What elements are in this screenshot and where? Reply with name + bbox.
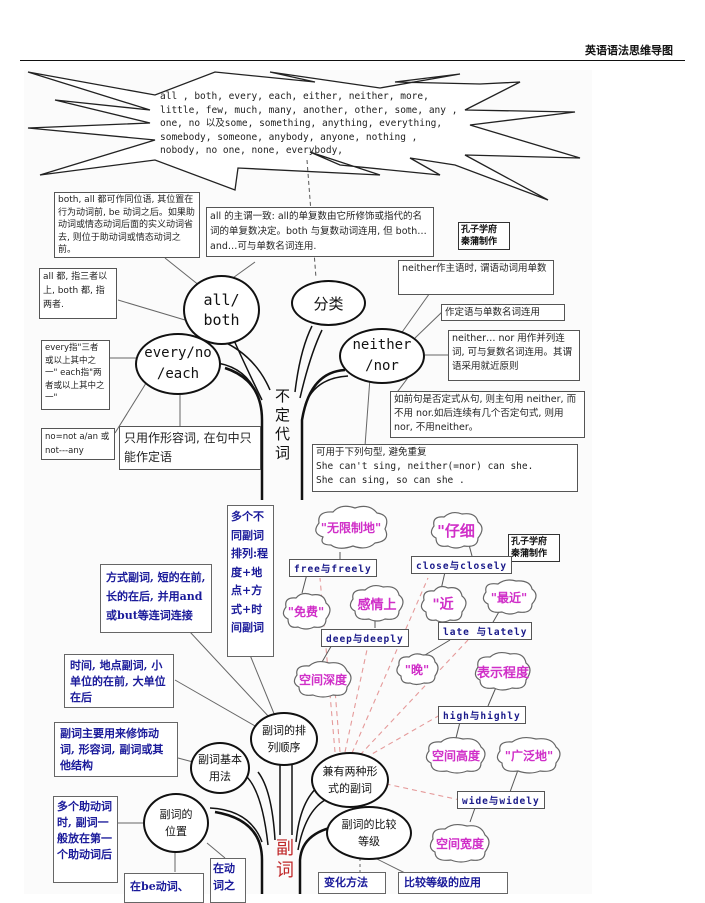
trunk-label-adverb: 副词 (273, 838, 294, 882)
note-comparison-use: 比较等级的应用 (398, 872, 508, 894)
cloud-degree: 表示程度 (472, 650, 534, 692)
note-before-verb: 在动词之 (210, 858, 246, 903)
word-pair-close-closely: close与closely (411, 556, 513, 574)
note-multiple-adverb-order: 多个不同副词排列:程度+地点+方式+时间副词 (227, 505, 274, 657)
note-neither-negative-clause: 如前句是否定式从句, 则主句用 neither, 而不用 nor.如后连续有几个… (390, 391, 585, 438)
note-adverb-main-use: 副词主要用来修饰动词, 形容词, 副词或其他结构 (54, 722, 178, 777)
author-stamp: 孔子学府 秦蒲制作 (458, 222, 510, 250)
cloud-free-of-charge: "免费" (280, 591, 332, 631)
note-both-all-appositive: both, all 都可作同位语, 其位置在行为动词前, be 动词之后。如果助… (54, 192, 200, 258)
oval-adverb-comparison: 副词的比较等级 (326, 806, 412, 860)
sentence-pattern-title: 可用于下列句型, 避免重复 (316, 447, 427, 458)
note-time-place-adverbs: 时间, 地点副词, 小单位的在前, 大单位在后 (64, 654, 174, 708)
cloud-spatial-width: 空间宽度 (427, 822, 493, 864)
cloud-shape-icon (396, 653, 439, 686)
note-neither-attributive: 作定语与单数名词连用 (441, 304, 565, 321)
note-manner-adverbs: 方式副词, 短的在前, 长的在后, 并用and或but等连词连接 (100, 564, 212, 633)
cloud-shape-icon (420, 585, 467, 623)
oval-neither-nor: neither /nor (339, 328, 425, 384)
sentence-pattern-example-1: She can't sing, neither(=nor) can she. (316, 461, 534, 472)
cloud-shape-icon (349, 584, 404, 622)
indefinite-pronoun-list: all , both, every, each, either, neither… (160, 91, 458, 156)
cloud-emotionally: 感情上 (347, 583, 407, 623)
note-all-both-meaning: all 都, 指三者以上, both 都, 指两者. (39, 268, 117, 319)
cloud-shape-icon (429, 823, 490, 863)
note-no-equals: no=not a/an 或not---any (41, 428, 115, 460)
cloud-shape-icon (282, 592, 331, 630)
oval-adverb-order: 副词的排列顺序 (250, 712, 318, 766)
cloud-spatial-depth: 空间深度 (291, 659, 355, 699)
cloud-shape-icon (496, 736, 561, 774)
oval-adverb-basic-usage: 副词基本用法 (190, 742, 250, 794)
note-multiple-auxiliaries: 多个助动词时, 副词一般放在第一个助动词后 (53, 796, 118, 883)
cloud-carefully: "仔细 (428, 510, 484, 550)
word-pair-wide-widely: wide与widely (457, 791, 545, 809)
oval-all-both: all/ both (183, 275, 260, 345)
oval-adverb-position: 副词的位置 (143, 793, 209, 853)
cloud-widely: "广泛地" (494, 735, 564, 775)
cloud-unlimited: "无限制地" (311, 503, 391, 551)
sentence-pattern-example-2: She can sing, so can she . (316, 475, 465, 486)
cloud-spatial-height: 空间高度 (423, 735, 489, 775)
cloud-shape-icon (474, 651, 531, 691)
oval-dual-form-adverbs: 兼有两种形式的副词 (311, 752, 389, 808)
cloud-shape-icon (482, 579, 537, 615)
cloud-recently: "最近" (480, 578, 538, 616)
cloud-shape-icon (430, 511, 483, 549)
oval-every-no-each: every/no /each (135, 333, 221, 395)
page-title: 英语语法思维导图 (585, 44, 673, 57)
word-pair-late-lately: late 与lately (438, 622, 533, 640)
note-all-agreement: all 的主谓一致: all的单复数由它所修饰或指代的名词的单复数决定。both… (206, 207, 434, 257)
note-neither-subject: neither作主语时, 谓语动词用单数 (398, 260, 554, 295)
cloud-shape-icon (293, 660, 352, 698)
cloud-shape-icon (315, 505, 388, 549)
cloud-late: "晚" (394, 652, 440, 686)
header-divider (20, 60, 685, 61)
note-attributive-only: 只用作形容词, 在句中只能作定语 (119, 426, 261, 470)
word-pair-deep-deeply: deep与deeply (321, 629, 409, 647)
word-pair-free-freely: free与freely (289, 559, 377, 577)
trunk-label-indefinite-pronoun: 不定代词 (273, 388, 291, 464)
author-stamp-2: 孔子学府 秦蒲制作 (508, 534, 560, 562)
cloud-shape-icon (425, 736, 486, 774)
note-neither-nor-conj: neither… nor 用作并列连词, 可与复数名词连用。其谓语采用就近原则 (448, 330, 580, 381)
word-pair-high-highly: high与highly (438, 706, 526, 724)
oval-category: 分类 (291, 280, 366, 326)
note-change-method: 变化方法 (318, 872, 386, 894)
note-after-be-verb: 在be动词、 (124, 873, 204, 903)
note-every-each-meaning: every指"三者或以上其中之一" each指"两者或以上其中之一" (41, 340, 110, 410)
note-sentence-pattern: 可用于下列句型, 避免重复 She can't sing, neither(=n… (312, 444, 578, 492)
cloud-near: "近 (418, 584, 468, 624)
